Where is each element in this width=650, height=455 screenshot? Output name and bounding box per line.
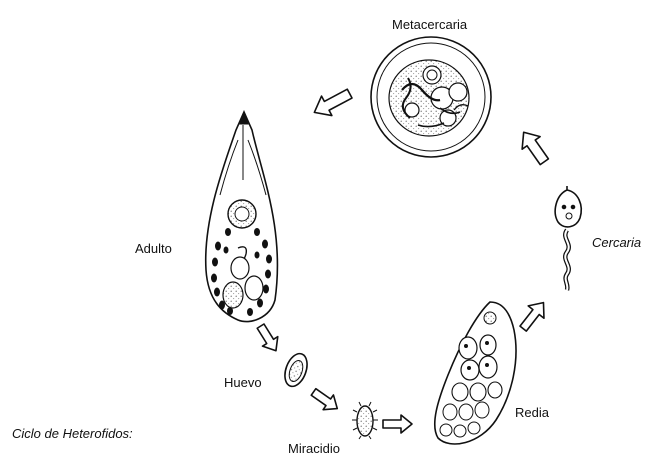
metacercaria-illustration: [371, 37, 491, 157]
cercaria-illustration: [555, 186, 581, 290]
cercaria-label: Cercaria: [592, 236, 641, 249]
miracidio-label: Miracidio: [288, 442, 340, 455]
adulto-illustration: [206, 112, 278, 322]
huevo-illustration: [281, 351, 311, 390]
redia-illustration: [435, 302, 516, 444]
adulto-label: Adulto: [135, 242, 172, 255]
metacercaria-label: Metacercaria: [392, 18, 467, 31]
diagram-caption: Ciclo de Heterofidos:: [12, 427, 133, 440]
redia-label: Redia: [515, 406, 549, 419]
miracidio-illustration: [352, 402, 378, 439]
huevo-label: Huevo: [224, 376, 262, 389]
